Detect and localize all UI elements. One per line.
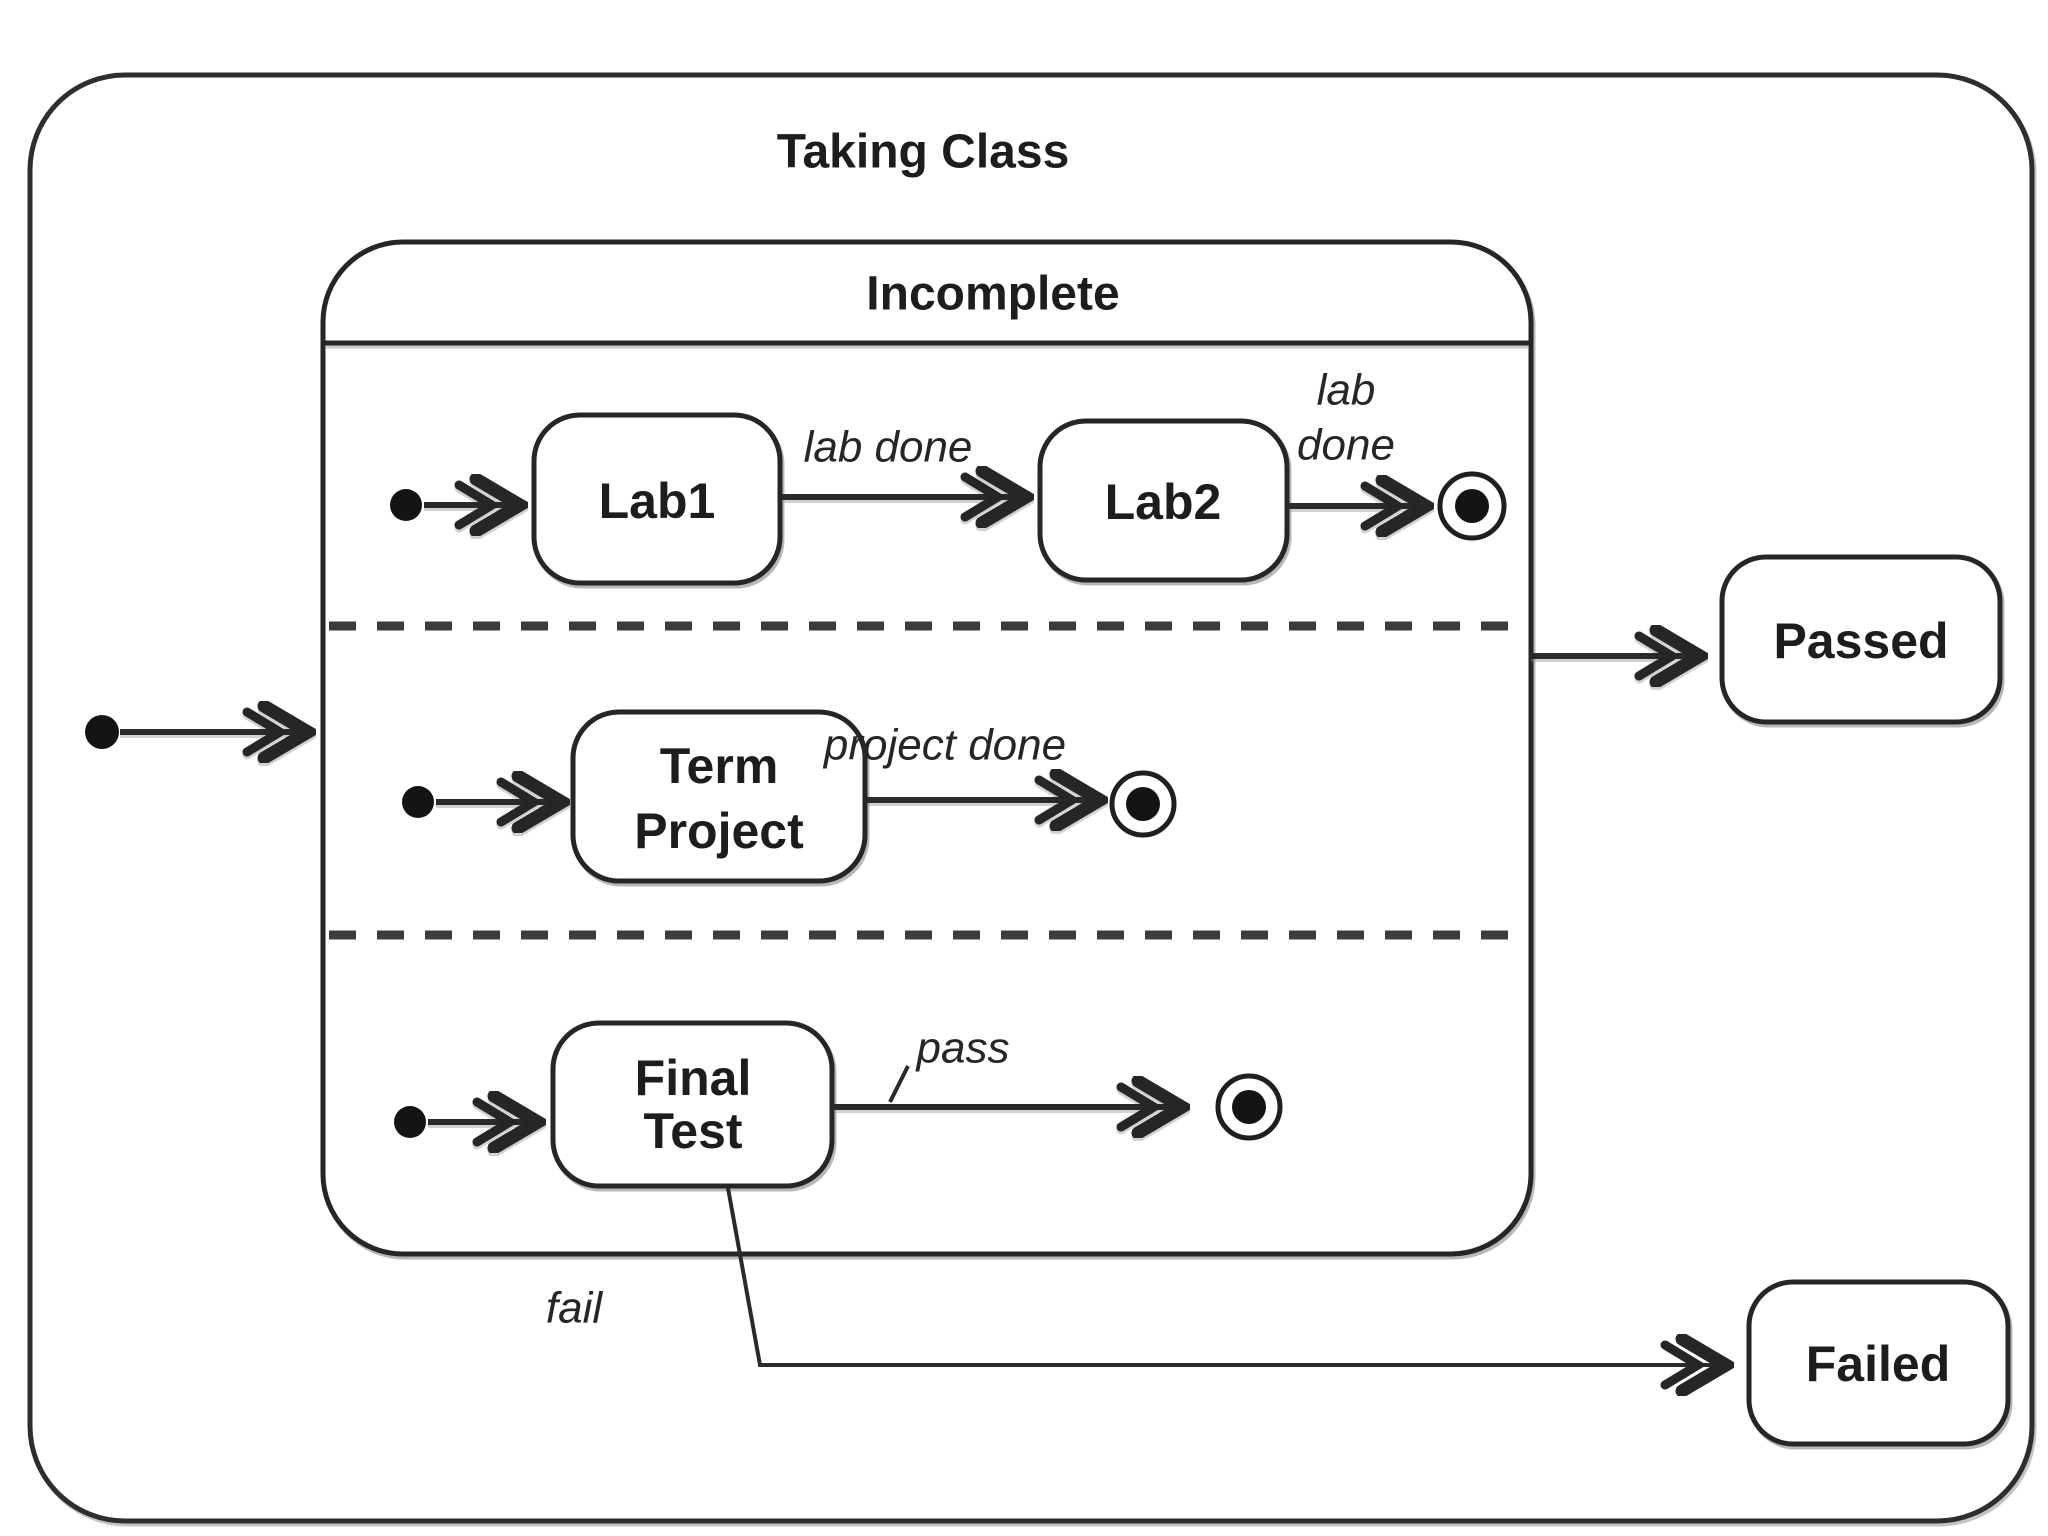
initial-state-outer	[85, 715, 119, 749]
transition-label-lab-done-1: lab done	[804, 423, 973, 472]
state-passed-border	[1719, 554, 2003, 725]
state-title-taking-class: Taking Class	[777, 126, 1070, 179]
initial-state-region1	[390, 489, 422, 521]
transition-label-lab-done-2-line1: lab	[1317, 366, 1376, 415]
state-lab1-border	[531, 412, 783, 586]
transition-label-pass: pass	[915, 1024, 1010, 1073]
state-failed-border	[1746, 1279, 2011, 1447]
state-label-project: Project	[634, 803, 804, 859]
state-label-failed: Failed	[1806, 1336, 1950, 1392]
state-label-final: Final	[635, 1050, 752, 1106]
initial-state-region3	[394, 1106, 426, 1138]
state-label-term: Term	[660, 738, 779, 794]
state-label-lab2: Lab2	[1105, 474, 1222, 530]
transition-label-fail: fail	[546, 1284, 603, 1333]
state-final-test-border	[550, 1020, 835, 1189]
final-state-region2	[1109, 770, 1177, 838]
final-state-region1	[1437, 471, 1507, 541]
state-label-passed: Passed	[1773, 613, 1948, 669]
initial-state-region2	[402, 786, 434, 818]
final-state-region3	[1215, 1073, 1283, 1141]
transition-fail	[726, 1187, 1728, 1365]
state-label-lab1: Lab1	[599, 473, 716, 529]
state-label-test: Test	[643, 1103, 742, 1159]
transition-label-lab-done-2-line2: done	[1297, 421, 1395, 470]
pass-label-leader-line	[888, 1065, 910, 1103]
state-lab2-border	[1037, 418, 1290, 583]
state-title-incomplete: Incomplete	[866, 268, 1119, 321]
state-term-project-border	[570, 709, 868, 884]
transition-label-project-done: project done	[822, 721, 1066, 770]
